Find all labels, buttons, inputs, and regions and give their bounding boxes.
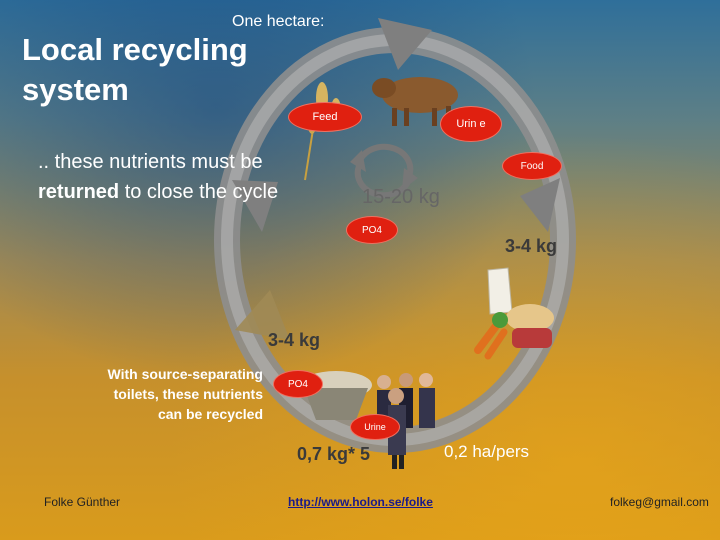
po4-center-badge: PO4 bbox=[346, 216, 398, 244]
recycled-text: With source-separating toilets, these nu… bbox=[107, 366, 263, 422]
recycle-arrow-2 bbox=[354, 162, 411, 199]
ring-gap bbox=[235, 290, 290, 340]
hectare-label: One hectare: bbox=[232, 13, 325, 30]
returned-text-bold: returned bbox=[38, 181, 120, 203]
urine-bottom-badge: Urine bbox=[350, 414, 400, 440]
arrowhead-left bbox=[232, 180, 278, 232]
po4-left-badge: PO4 bbox=[273, 370, 323, 398]
kg-075-label: 0,7 kg* 5 bbox=[297, 444, 371, 464]
people-illustration bbox=[377, 373, 435, 469]
feed-badge: Feed bbox=[288, 102, 362, 132]
arrowhead-top bbox=[378, 18, 432, 70]
urine-top-label: Urin e bbox=[456, 117, 486, 130]
recycle-arrowhead-2 bbox=[350, 150, 366, 172]
cow-illustration bbox=[372, 77, 458, 126]
author-name: Folke Günther bbox=[44, 495, 121, 509]
recycle-arrowhead-1 bbox=[402, 168, 418, 190]
po4-left-label: PO4 bbox=[287, 378, 308, 390]
email-address: folkeg@gmail.com bbox=[610, 495, 709, 509]
urine-bottom-label: Urine bbox=[364, 422, 386, 432]
title-line-1: Local recycling bbox=[22, 32, 248, 67]
ha-per-person-label: 0,2 ha/pers bbox=[444, 442, 530, 461]
returned-text-part2: to close the cycle bbox=[124, 181, 279, 203]
food-illustration bbox=[474, 267, 554, 360]
urine-top-badge: Urin e bbox=[440, 106, 502, 142]
feed-label: Feed bbox=[312, 111, 338, 123]
food-label: Food bbox=[520, 160, 544, 172]
recycle-arrow-1 bbox=[357, 143, 414, 180]
returned-text-part1: .. these nutrients must be bbox=[38, 151, 263, 173]
returned-text: .. these nutrients must be returned to c… bbox=[38, 147, 278, 207]
food-badge: Food bbox=[502, 152, 562, 180]
kg-3-4-left-label: 3-4 kg bbox=[268, 330, 321, 350]
kg-15-20-label: 15-20 kg bbox=[362, 186, 440, 208]
arrowhead-right bbox=[520, 178, 560, 232]
website-link[interactable]: http://www.holon.se/folke bbox=[288, 495, 433, 509]
page-title: Local recycling system bbox=[22, 30, 248, 110]
title-line-2: system bbox=[22, 72, 129, 107]
po4-center-label: PO4 bbox=[361, 224, 382, 236]
kg-3-4-right-label: 3-4 kg bbox=[505, 236, 558, 256]
